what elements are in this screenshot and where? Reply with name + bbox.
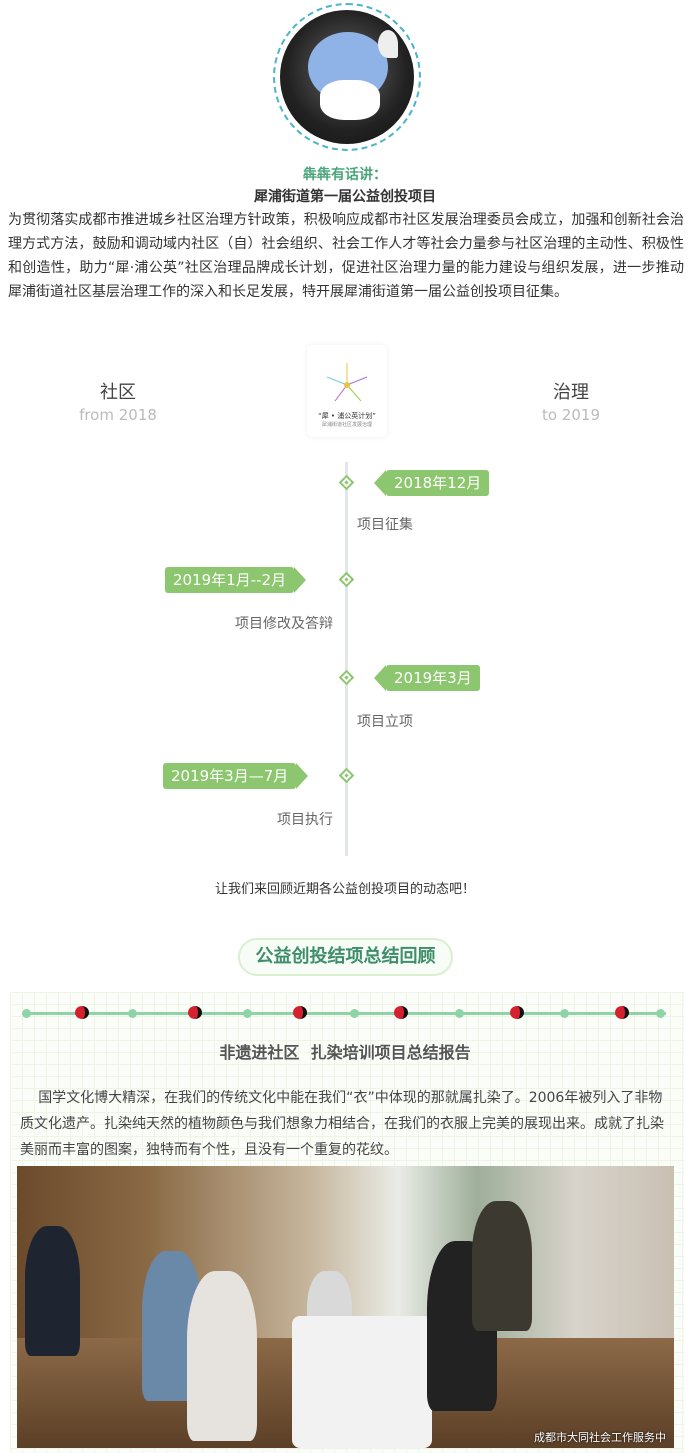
intro-label: 犇犇有话讲：	[303, 167, 387, 183]
timeline-diamond-icon	[338, 767, 355, 784]
ladybug-icon	[293, 1006, 307, 1019]
dot-icon	[22, 1009, 31, 1018]
timeline-date: 2019年3月—7月	[163, 763, 309, 789]
review-text: 让我们来回顾近期各公益创投项目的动态吧！	[214, 882, 475, 897]
section-title: 公益创投结项总结回顾	[238, 938, 453, 976]
ladybug-icon	[394, 1006, 408, 1019]
dot-icon	[243, 1009, 252, 1018]
timeline-desc: 项目征集	[357, 517, 413, 533]
timeline-line	[345, 462, 348, 856]
timeline-desc: 项目执行	[277, 812, 333, 828]
banner-left: 社区	[100, 382, 136, 403]
summary-paragraph: 国学文化博大精深，在我们的传统文化中能在我们“衣”中体现的那就属扎染了。2006…	[20, 1090, 664, 1158]
photo-watermark: 成都市大同社会工作服务中	[534, 1431, 666, 1444]
banner-right-sub: to 2019	[541, 406, 600, 424]
ladybug-icon	[615, 1006, 629, 1019]
timeline-desc: 项目修改及答辩	[235, 616, 333, 632]
timeline-diamond-icon	[338, 571, 355, 588]
intro-title: 犀浦街道第一届公益创投项目	[254, 189, 436, 205]
banner-left-sub: from 2018	[79, 406, 157, 424]
timeline-desc: 项目立项	[357, 714, 413, 730]
dot-icon	[128, 1009, 137, 1018]
rhino-avatar	[273, 3, 421, 151]
timeline-diamond-icon	[338, 669, 355, 686]
ladybug-divider	[26, 1012, 666, 1015]
ladybug-icon	[75, 1006, 89, 1019]
dot-icon	[455, 1009, 464, 1018]
dandelion-logo: “犀 • 浦公英计划” 犀浦街道社区发展治理	[307, 345, 387, 437]
summary-title: 非遗进社区 扎染培训项目总结报告	[219, 1043, 471, 1062]
activity-photo: 成都市大同社会工作服务中	[17, 1166, 674, 1448]
timeline-date: 2019年3月	[374, 665, 480, 691]
intro-paragraph: 为贯彻落实成都市推进城乡社区治理方针政策，积极响应成都市社区发展治理委员会成立，…	[8, 212, 684, 300]
timeline-date: 2018年12月	[373, 470, 490, 496]
banner-right: 治理	[553, 382, 589, 403]
dot-icon	[560, 1009, 569, 1018]
dandelion-icon	[326, 363, 368, 402]
logo-text: “犀 • 浦公英计划”	[318, 412, 376, 420]
dot-icon	[350, 1009, 359, 1018]
logo-subtext: 犀浦街道社区发展治理	[321, 422, 372, 428]
ladybug-icon	[510, 1006, 524, 1019]
dot-icon	[656, 1009, 665, 1018]
ladybug-icon	[188, 1006, 202, 1019]
timeline-diamond-icon	[338, 474, 355, 491]
timeline-date: 2019年1月--2月	[165, 567, 307, 593]
